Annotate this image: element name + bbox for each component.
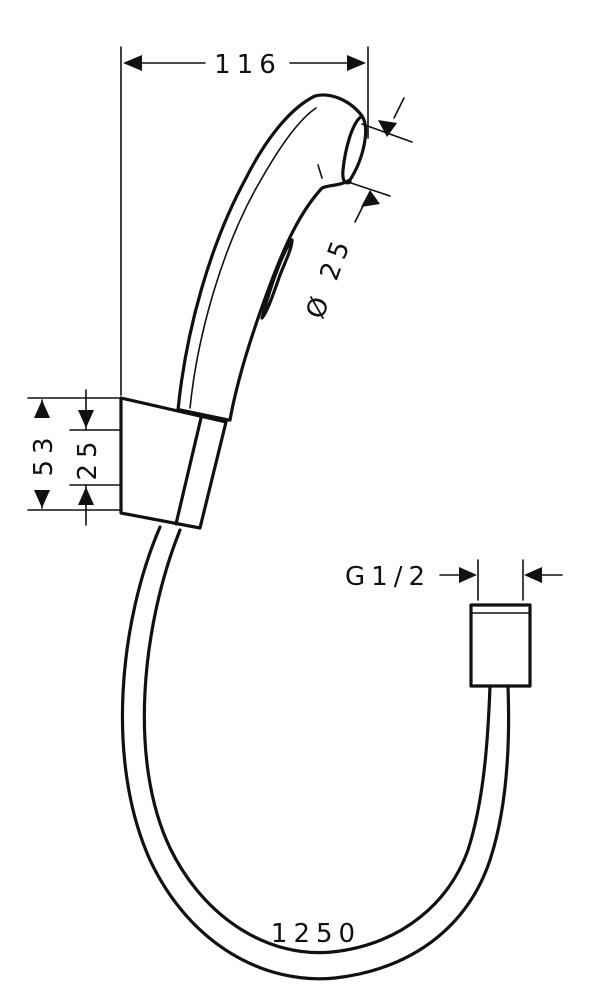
diameter-arrow-top [378, 120, 397, 137]
hose [120, 525, 511, 981]
shower-slider-button [260, 238, 294, 320]
thread-label: G1/2 [345, 562, 431, 592]
diameter-leader-top [393, 97, 405, 119]
hand-shower [176, 93, 368, 422]
holder-dimensions: 53 25 [27, 389, 120, 526]
shower-highlight [317, 164, 323, 179]
diameter-dimension: Ø 25 [301, 97, 413, 323]
inner-arrow-bottom [78, 487, 94, 505]
arrow-left [123, 55, 142, 71]
diameter-label: Ø 25 [301, 232, 359, 323]
hose-outer-edge [120, 525, 511, 981]
hose-inner-edge [142, 528, 492, 955]
outer-arrow-bottom [34, 490, 50, 508]
wall-holder [119, 396, 228, 530]
shower-handle-band [178, 408, 230, 422]
shower-head-rim [341, 114, 364, 185]
holder-edge [174, 416, 203, 526]
width-label: 116 [214, 50, 282, 80]
width-dimension: 116 [120, 46, 369, 396]
thread-arrow-right [524, 567, 542, 583]
shower-body-contour [189, 107, 317, 409]
inner-arrow-top [78, 410, 94, 428]
arrow-right [347, 55, 366, 71]
connector-body [469, 603, 532, 688]
diameter-extension-bottom [347, 181, 391, 197]
holder-outline [119, 396, 228, 530]
outer-arrow-top [34, 400, 50, 418]
shower-body-outline [176, 93, 368, 422]
holder-height-inner-label: 25 [73, 435, 103, 480]
thread-arrow-left [459, 567, 477, 583]
diameter-arrow-bottom [361, 190, 380, 207]
hose-length-label: 1250 [271, 919, 361, 949]
hose-connector [469, 603, 532, 688]
thread-dimension: G1/2 [345, 559, 563, 601]
holder-height-outer-label: 53 [29, 431, 59, 476]
